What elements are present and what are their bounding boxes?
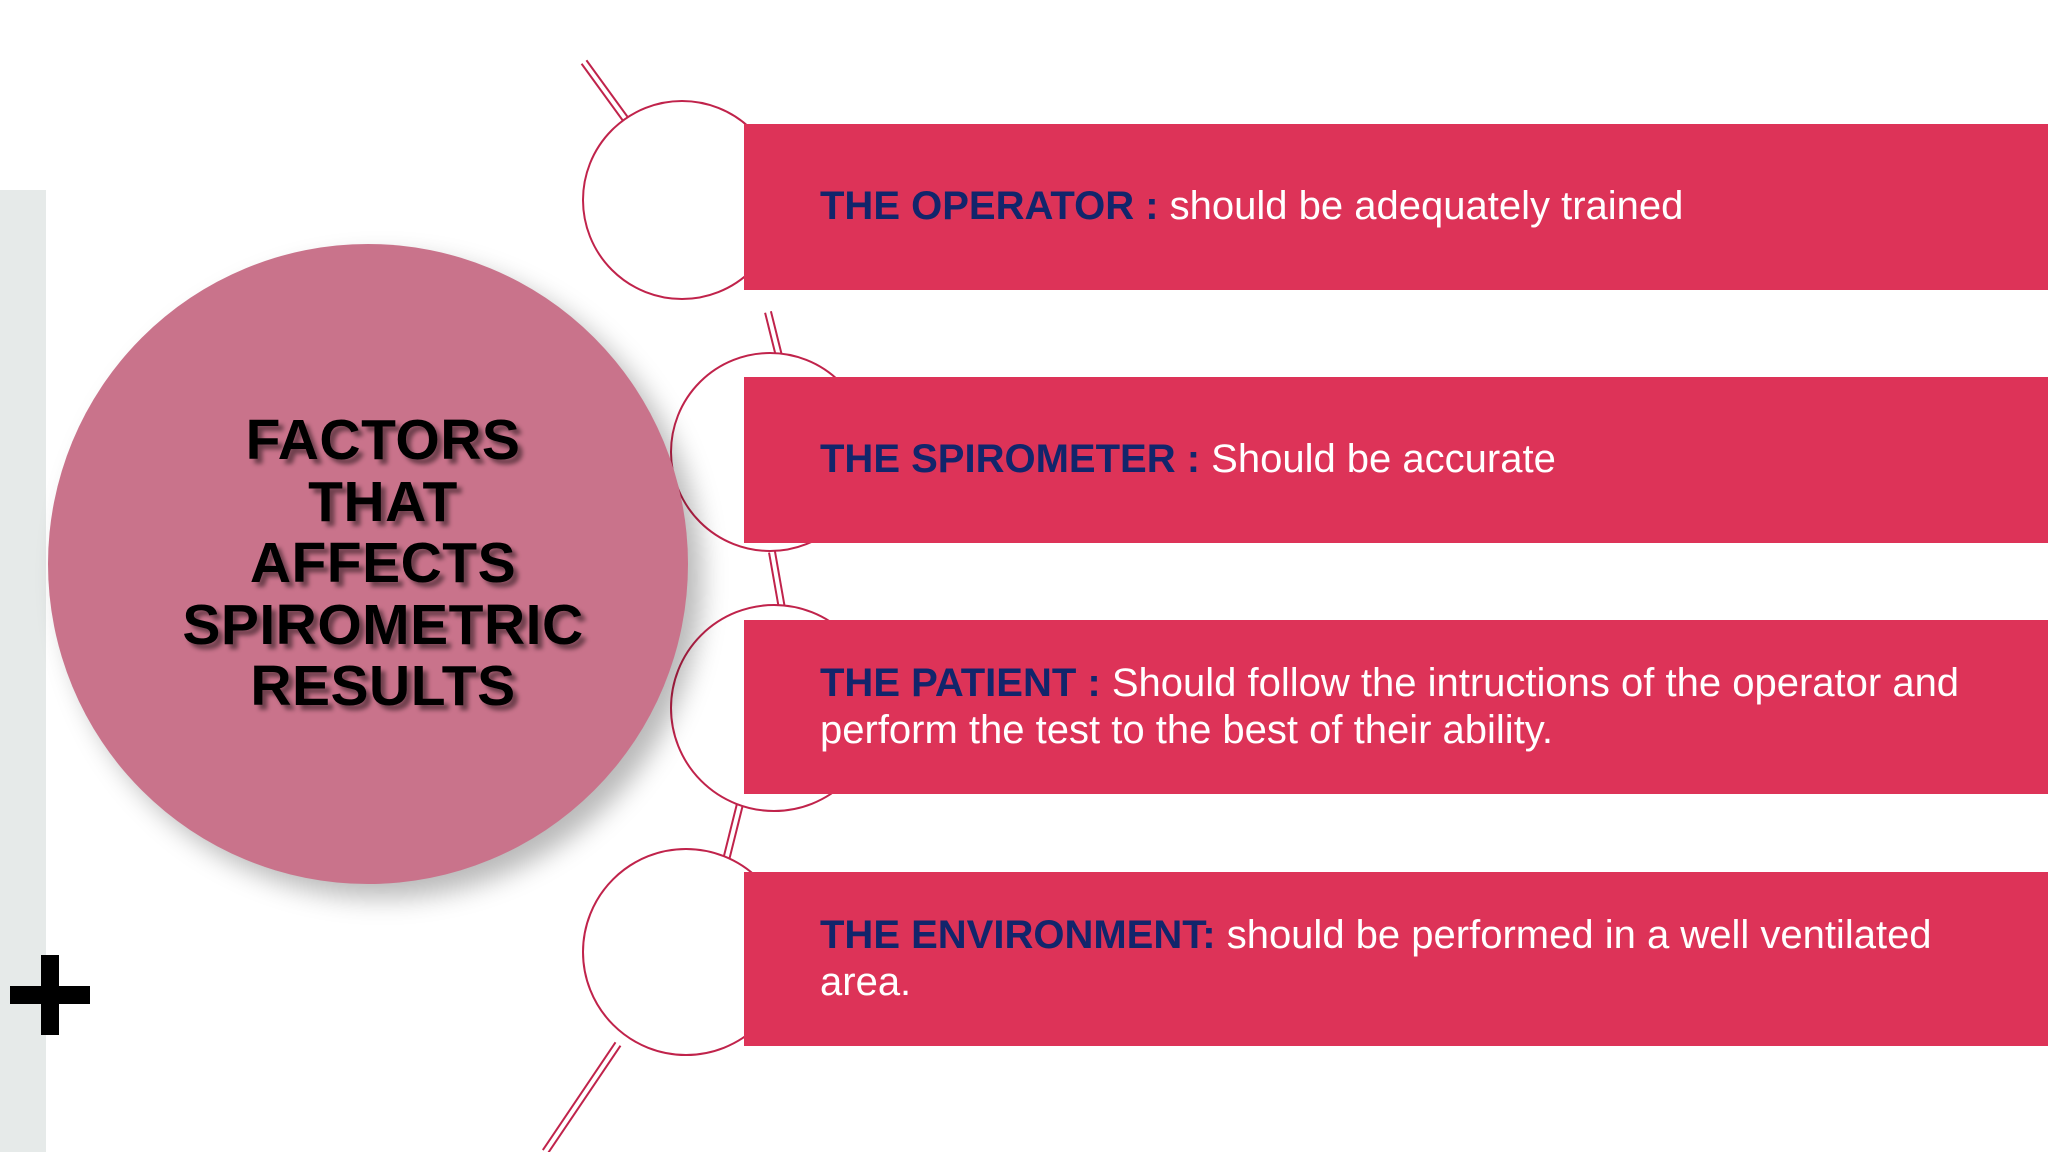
factor-row-operator[interactable]: THE OPERATOR : should be adequately trai…: [744, 124, 2048, 290]
hub-label: FACTORS THAT AFFECTS SPIROMETRIC RESULTS: [182, 408, 584, 719]
factor-row-spirometer[interactable]: THE SPIROMETER : Should be accurate: [744, 377, 2048, 543]
factor-text-environment: THE ENVIRONMENT: should be performed in …: [744, 912, 2048, 1006]
factor-lead-environment: THE ENVIRONMENT:: [820, 912, 1216, 957]
plus-vertical-bar: [41, 955, 59, 1035]
factor-lead-operator: THE OPERATOR :: [820, 184, 1159, 229]
factor-text-operator: THE OPERATOR : should be adequately trai…: [744, 183, 1711, 230]
factor-lead-spirometer: THE SPIROMETER :: [820, 437, 1201, 482]
factor-body-spirometer: Should be accurate: [1200, 437, 1556, 482]
connector-line-bottom: [541, 1041, 622, 1152]
factor-text-spirometer: THE SPIROMETER : Should be accurate: [744, 436, 1584, 483]
plus-sign-icon: [10, 950, 90, 1040]
factor-text-patient: THE PATIENT : Should follow the intructi…: [744, 660, 2048, 754]
factor-body-patient: Should follow the intructions of the ope…: [820, 660, 1960, 752]
factor-body-environment: should be performed in a well ventilated…: [820, 912, 1932, 1004]
factor-row-environment[interactable]: THE ENVIRONMENT: should be performed in …: [744, 872, 2048, 1046]
hub-circle[interactable]: FACTORS THAT AFFECTS SPIROMETRIC RESULTS: [48, 244, 688, 884]
factor-body-operator: should be adequately trained: [1158, 184, 1684, 229]
factor-row-patient[interactable]: THE PATIENT : Should follow the intructi…: [744, 620, 2048, 794]
factor-lead-patient: THE PATIENT :: [820, 660, 1101, 705]
